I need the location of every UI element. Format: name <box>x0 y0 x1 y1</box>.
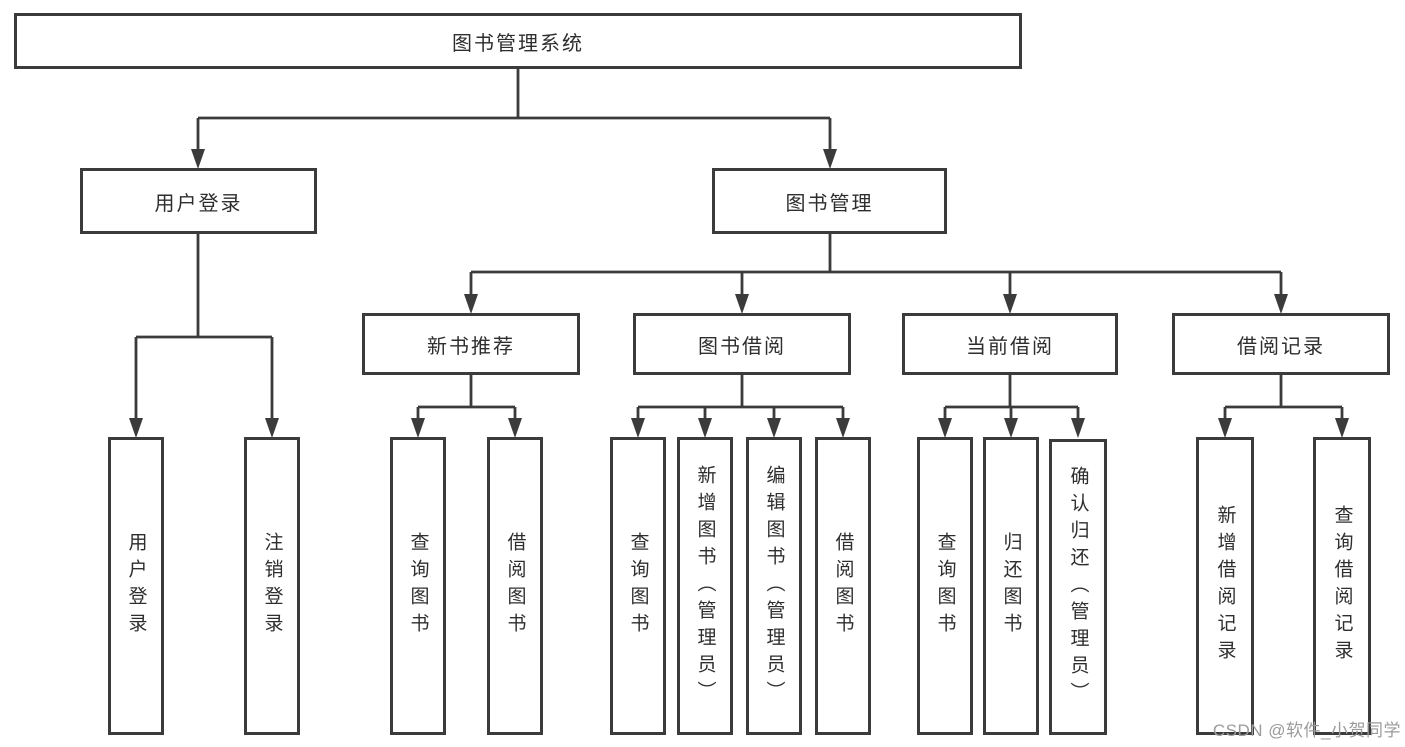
node-user-login-branch: 用户登录 <box>80 168 317 234</box>
node-new-book-rec: 新书推荐 <box>362 313 580 375</box>
connector-lines <box>134 69 1344 420</box>
arrowheads <box>129 149 1349 438</box>
node-book-borrow: 图书借阅 <box>633 313 851 375</box>
node-root-label: 图书管理系统 <box>452 32 584 55</box>
node-leaf-cb-return-books: 归还图书 <box>983 437 1039 735</box>
node-root: 图书管理系统 <box>14 13 1022 69</box>
node-leaf-user-login-label: 用户登录 <box>125 532 147 640</box>
node-leaf-nbr-borrow-books: 借阅图书 <box>487 437 543 735</box>
node-borrow-records: 借阅记录 <box>1172 313 1390 375</box>
node-leaf-user-login: 用户登录 <box>108 437 164 735</box>
node-new-book-rec-label: 新书推荐 <box>427 335 515 358</box>
node-leaf-cb-confirm-return: 确认归还（管理员） <box>1049 439 1107 735</box>
node-book-mgmt-branch: 图书管理 <box>712 168 947 234</box>
node-leaf-br-query-record-label: 查询借阅记录 <box>1331 505 1353 667</box>
node-book-mgmt-branch-label: 图书管理 <box>785 192 874 215</box>
node-leaf-logout-label: 注销登录 <box>261 532 283 640</box>
node-leaf-cb-confirm-return-label: 确认归还（管理员） <box>1067 465 1089 709</box>
node-leaf-br-add-record-label: 新增借阅记录 <box>1214 505 1236 667</box>
node-leaf-nbr-borrow-books-label: 借阅图书 <box>504 532 526 640</box>
node-leaf-bb-edit-books-label: 编辑图书（管理员） <box>763 464 785 708</box>
node-current-borrow-label: 当前借阅 <box>966 335 1054 358</box>
node-leaf-bb-query-books-label: 查询图书 <box>627 532 649 640</box>
node-leaf-br-query-record: 查询借阅记录 <box>1313 437 1371 735</box>
node-leaf-cb-query-books: 查询图书 <box>917 437 973 735</box>
node-leaf-cb-return-books-label: 归还图书 <box>1000 532 1022 640</box>
node-current-borrow: 当前借阅 <box>902 313 1118 375</box>
node-leaf-br-add-record: 新增借阅记录 <box>1196 437 1254 735</box>
node-leaf-bb-borrow-books-label: 借阅图书 <box>832 532 854 640</box>
node-leaf-bb-add-books-label: 新增图书（管理员） <box>694 464 716 708</box>
node-user-login-branch-label: 用户登录 <box>154 192 243 215</box>
node-book-borrow-label: 图书借阅 <box>698 335 786 358</box>
node-leaf-bb-add-books: 新增图书（管理员） <box>677 437 733 735</box>
node-leaf-bb-query-books: 查询图书 <box>610 437 666 735</box>
node-leaf-nbr-query-books: 查询图书 <box>390 437 446 735</box>
node-leaf-nbr-query-books-label: 查询图书 <box>407 532 429 640</box>
node-leaf-bb-edit-books: 编辑图书（管理员） <box>746 437 802 735</box>
node-borrow-records-label: 借阅记录 <box>1237 335 1325 358</box>
node-leaf-cb-query-books-label: 查询图书 <box>934 532 956 640</box>
node-leaf-bb-borrow-books: 借阅图书 <box>815 437 871 735</box>
node-leaf-logout: 注销登录 <box>244 437 300 735</box>
csdn-watermark: CSDN @软件_小贺同学 <box>1212 721 1401 740</box>
